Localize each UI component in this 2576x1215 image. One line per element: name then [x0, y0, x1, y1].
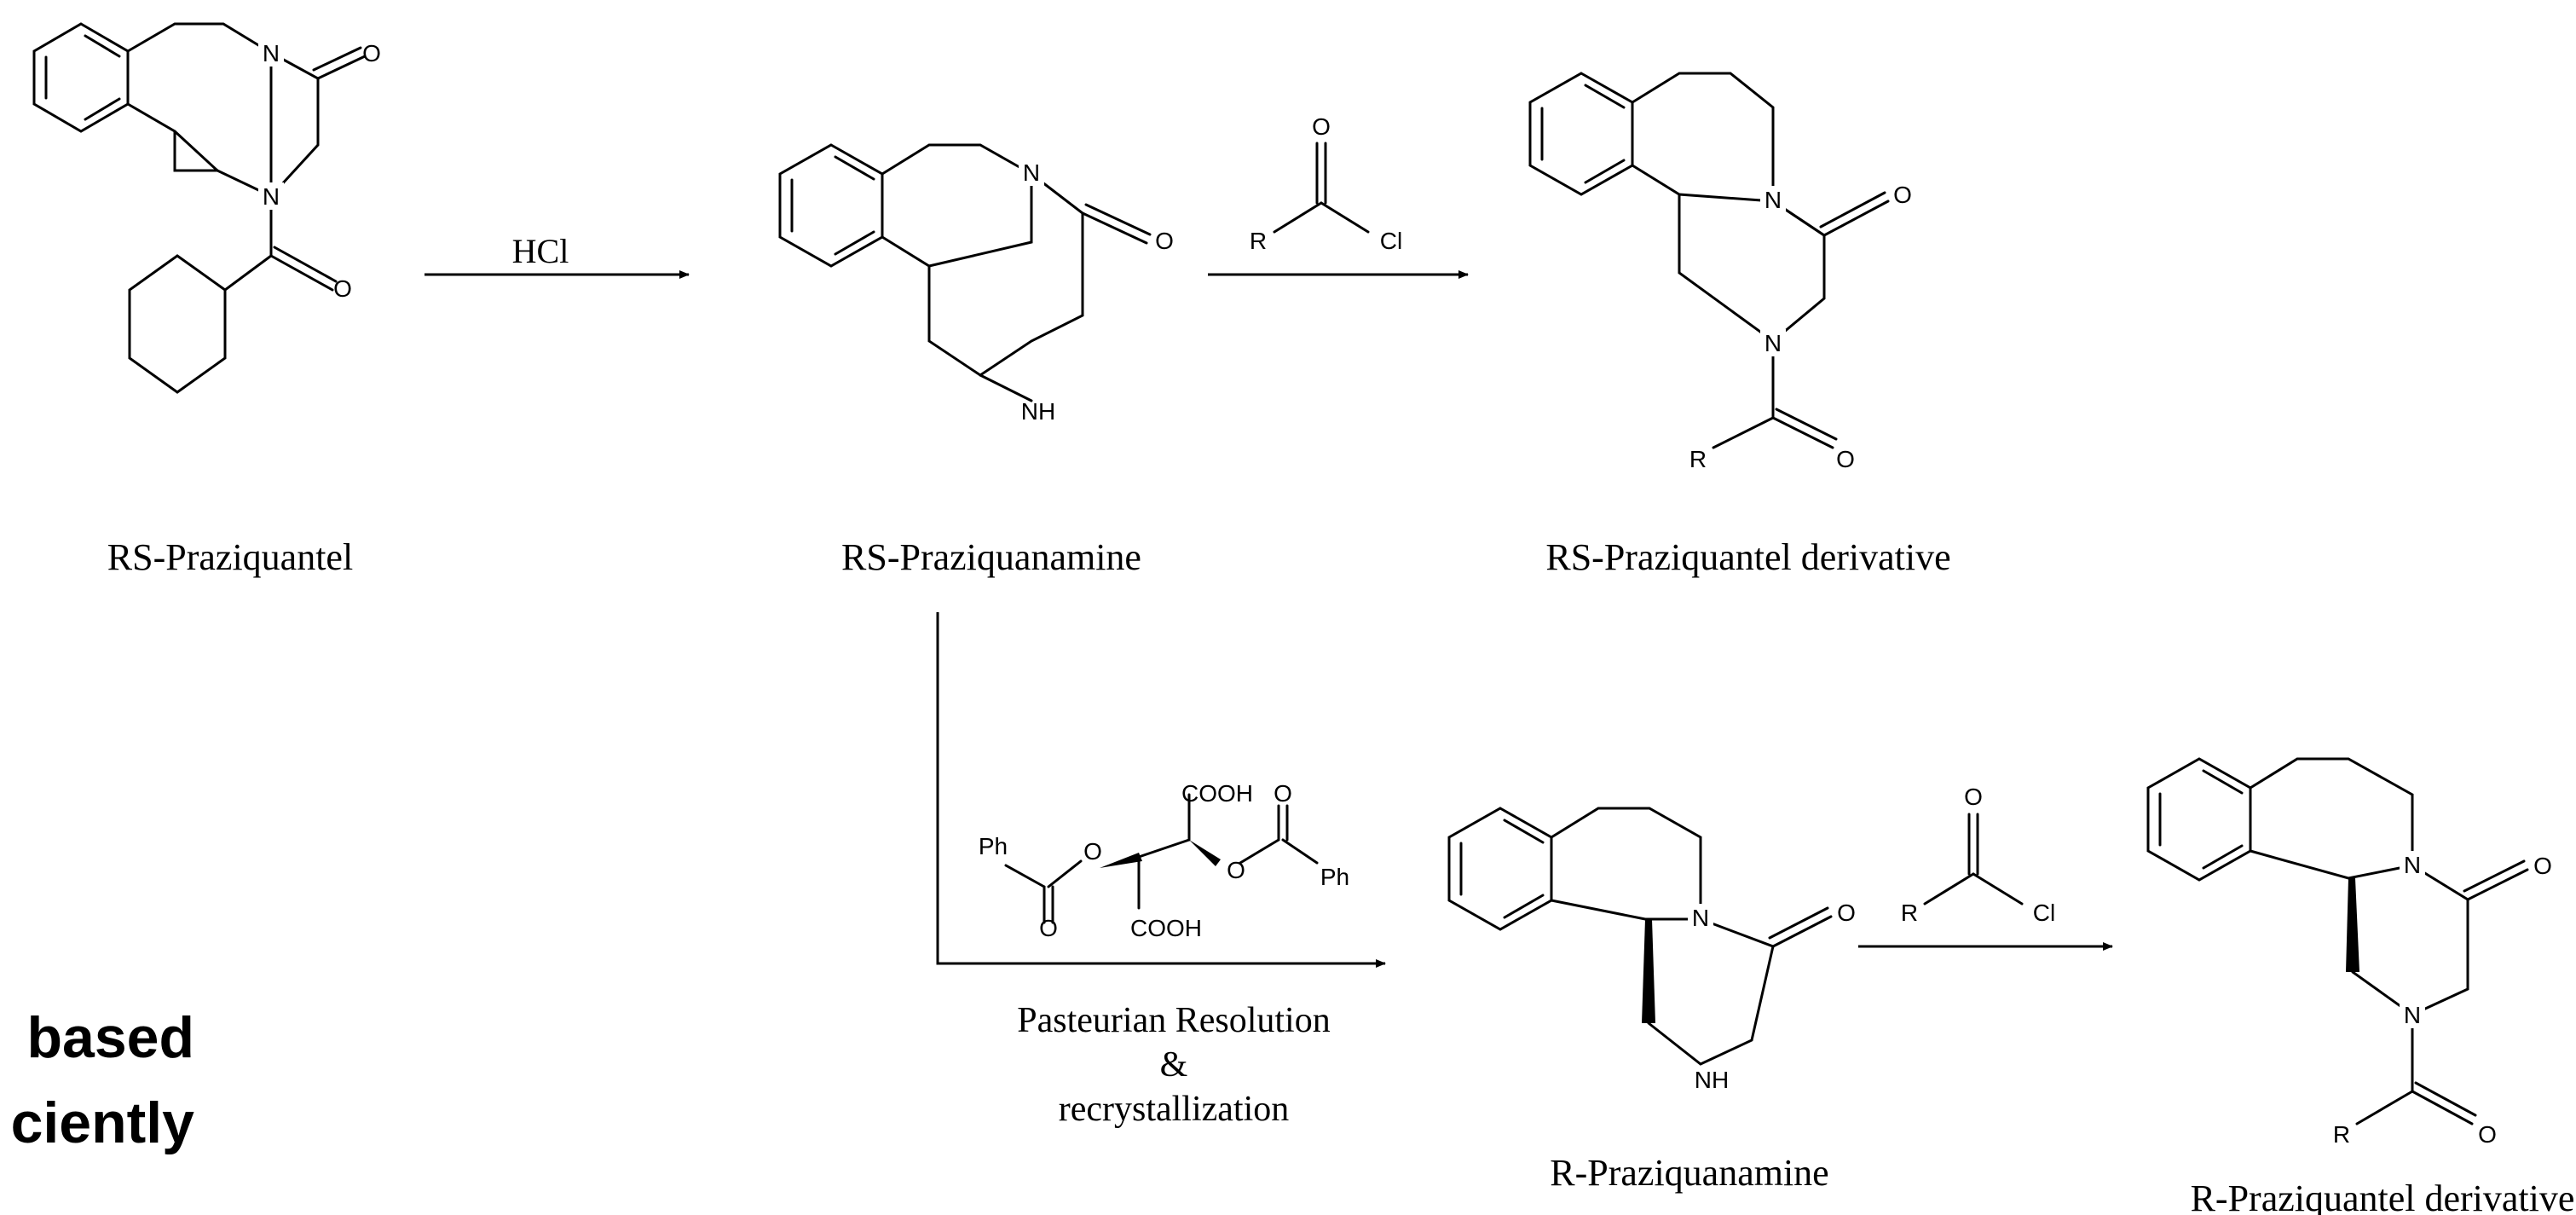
n-atom-label: N: [2404, 852, 2421, 878]
o-atom-label: O: [1837, 900, 1856, 926]
acyl-chloride-reagent: O R Cl: [1901, 784, 2055, 926]
r-group-label: R: [1689, 446, 1707, 472]
resolution-label-line2: &: [1160, 1045, 1188, 1085]
rs-derivative-structure: N N O O R: [1528, 72, 1912, 472]
o-atom-label: O: [2533, 853, 2552, 879]
r-group-label: R: [1901, 900, 1918, 926]
n-atom-label: N: [1765, 187, 1782, 213]
o-atom-label: O: [1836, 446, 1855, 472]
o-atom-label: O: [1312, 113, 1331, 140]
cooh-group-label: COOH: [1130, 915, 1202, 941]
o-atom-label: O: [1893, 182, 1912, 208]
side-text-line1: based: [26, 1005, 194, 1070]
o-atom-label: O: [1964, 784, 1983, 810]
o-atom-label: O: [333, 275, 352, 302]
rs-praziquantel-label: RS-Praziquantel: [107, 536, 353, 578]
cooh-group-label: COOH: [1181, 780, 1253, 807]
rs-praziquanamine-structure: N NH O: [778, 143, 1174, 425]
cl-atom-label: Cl: [2033, 900, 2055, 926]
o-atom-label: O: [1155, 228, 1174, 254]
o-atom-label: O: [2478, 1121, 2497, 1148]
cl-atom-label: Cl: [1380, 228, 1402, 254]
n-atom-label: N: [2404, 1002, 2421, 1028]
r-derivative-structure: N N O O R: [2146, 757, 2552, 1148]
r-derivative-label: R-Praziquantel derivative: [2191, 1177, 2575, 1215]
ph-group-label: Ph: [1320, 864, 1349, 890]
rs-praziquanamine-label: RS-Praziquanamine: [841, 536, 1141, 578]
o-atom-label: O: [1039, 915, 1058, 941]
n-atom-label: N: [263, 40, 280, 67]
resolution-label-line3: recrystallization: [1059, 1090, 1290, 1129]
o-atom-label: O: [362, 40, 381, 67]
nh-atom-label: NH: [1695, 1067, 1729, 1093]
nh-atom-label: NH: [1021, 398, 1055, 425]
dibenzoyl-tartaric-acid: Ph O O COOH COOH O O Ph: [979, 780, 1349, 941]
o-atom-label: O: [1227, 857, 1245, 883]
resolution-arrow: [936, 612, 1386, 968]
o-atom-label: O: [1274, 780, 1292, 807]
r-praziquanamine-structure: N NH O: [1447, 807, 1856, 1093]
rs-praziquantel-structure: N N O O: [32, 22, 381, 394]
r-group-label: R: [1250, 228, 1267, 254]
acyl-chloride-reagent: O R Cl: [1250, 113, 1402, 254]
r-praziquanamine-label: R-Praziquanamine: [1550, 1152, 1828, 1194]
r-group-label: R: [2333, 1121, 2350, 1148]
resolution-label-line1: Pasteurian Resolution: [1017, 1001, 1330, 1040]
rs-derivative-label: RS-Praziquantel derivative: [1545, 536, 1950, 578]
n-atom-label: N: [1023, 159, 1040, 186]
n-atom-label: N: [1692, 905, 1709, 931]
n-atom-label: N: [263, 183, 280, 210]
o-atom-label: O: [1083, 838, 1102, 865]
n-atom-label: N: [1765, 330, 1782, 356]
side-text-line2: ciently: [11, 1091, 195, 1155]
hcl-reagent-label: HCl: [512, 232, 569, 270]
ph-group-label: Ph: [979, 833, 1008, 859]
